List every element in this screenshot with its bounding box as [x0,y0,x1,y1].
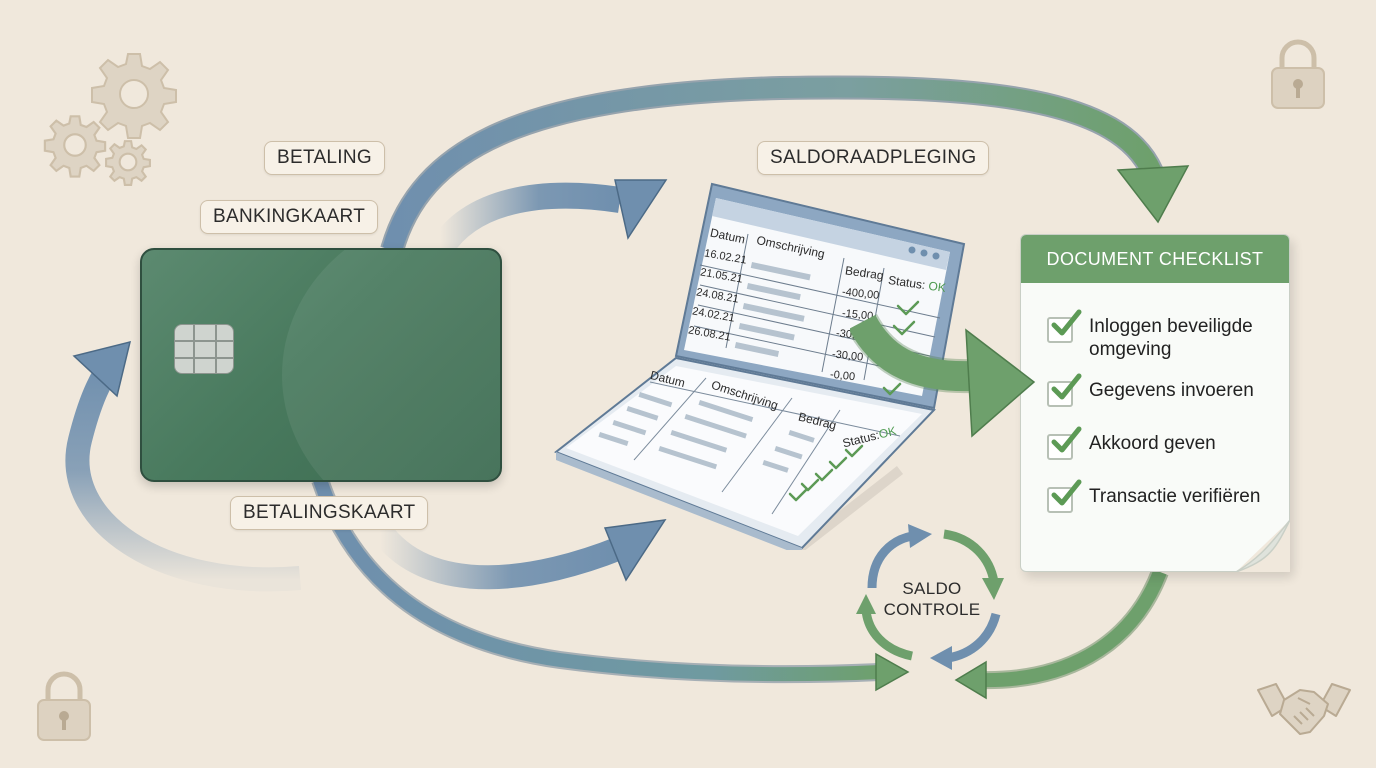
arrow-card-to-ledger-bottom [370,519,667,590]
checklist-item-line: Inloggen beveiligde [1089,316,1253,337]
arrow-card-to-cycle [311,477,910,692]
saldo-controle-label: SALDO CONTROLE [880,578,984,620]
lock-icon [1271,39,1325,109]
arrow-ledger-to-checklist [850,313,1036,438]
saldo-controle-line: SALDO [902,579,962,598]
check-icon [1051,479,1082,506]
arrow-loop-to-card [65,340,302,592]
check-icon [1051,426,1082,453]
checklist-item-line: omgeving [1089,339,1172,360]
saldo-controle-cycle [856,524,1004,670]
saldo-controle-line: CONTROLE [883,600,981,619]
gear-icon [91,53,177,139]
arrow-card-to-ledger [428,179,668,258]
page-curl [1236,520,1290,572]
checklist-item-text: Akkoord geven [1089,433,1216,454]
label-saldoraadpleging: SALDORAADPLEGING [757,141,990,175]
document-checklist: DOCUMENT CHECKLIST Inloggen beveiligde o… [1020,234,1290,572]
checklist-item-text: Transactie verifiëren [1089,486,1261,507]
checklist-item-text: Inloggen beveiligde omgeving [1089,315,1289,361]
check-icon [1051,309,1082,336]
checklist-item-text: Gegevens invoeren [1089,380,1254,401]
gear-icon [105,140,151,186]
check-icon [1051,373,1082,400]
card-sheen [282,250,500,480]
gear-icon [43,115,107,178]
handshake-icon [1257,683,1351,735]
arrow-checklist-to-cycle [954,568,1169,700]
arrow-card-to-checklist [380,75,1190,254]
checklist-title: DOCUMENT CHECKLIST [1021,235,1289,283]
payment-card [140,248,502,482]
label-bankingkaart: BANKINGKAART [200,200,379,234]
ledger-status-value: OK [927,278,947,295]
chip-icon [174,324,234,374]
label-betaling: BETALING [264,141,385,175]
label-betalingskaart: BETALINGSKAART [230,496,429,530]
lock-icon [37,671,91,741]
